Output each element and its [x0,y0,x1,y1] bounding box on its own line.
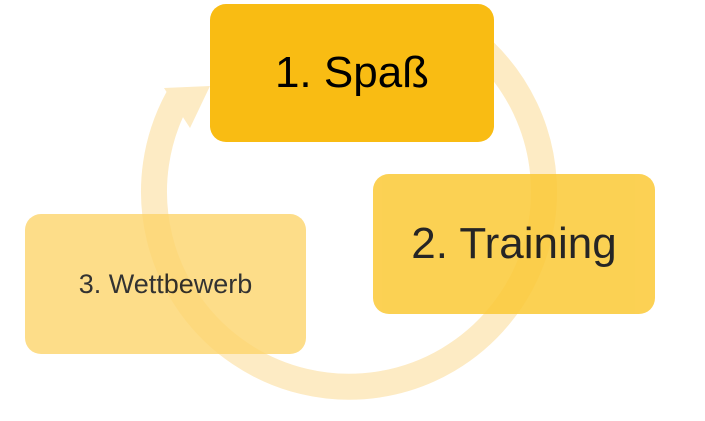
node-2-label: 2. Training [411,219,617,268]
node-1-spass: 1. Spaß [210,4,494,142]
cycle-arrow-head [164,86,210,128]
node-3-label: 3. Wettbewerb [78,268,253,299]
node-3-wettbewerb: 3. Wettbewerb [25,214,306,354]
node-1-label: 1. Spaß [274,48,430,97]
node-2-training: 2. Training [373,174,655,314]
